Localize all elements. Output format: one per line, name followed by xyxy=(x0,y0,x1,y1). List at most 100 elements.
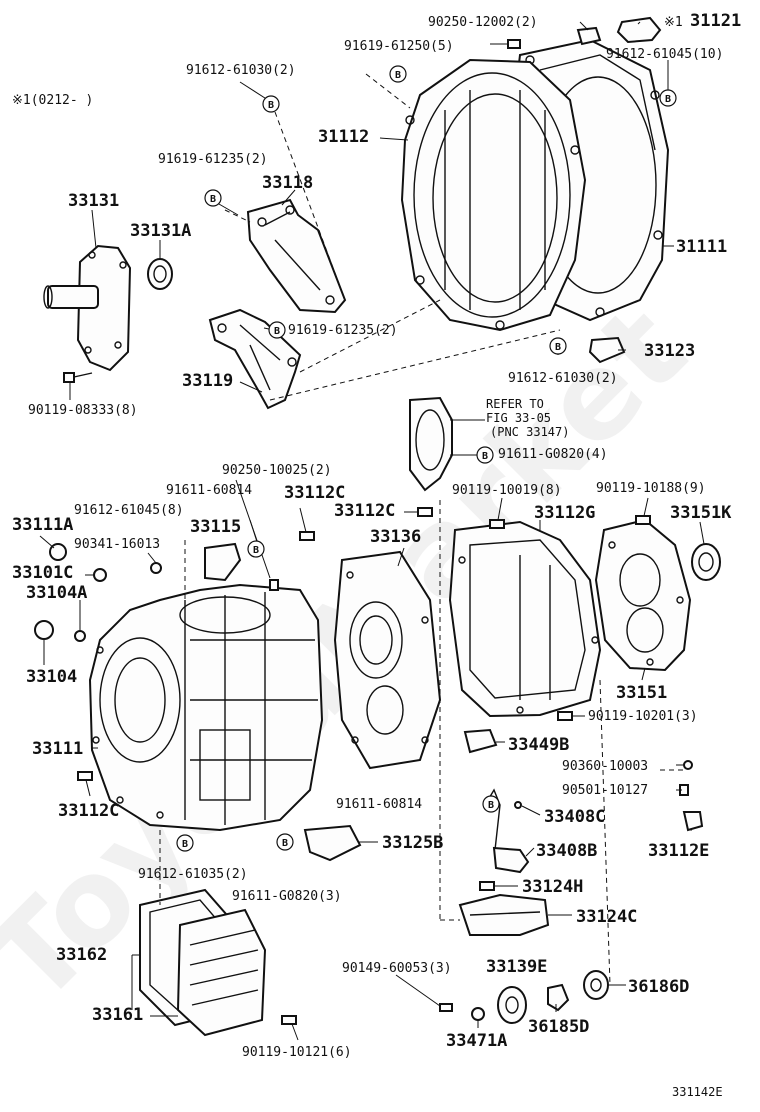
figure-code: 331142E xyxy=(672,1085,723,1099)
svg-text:B: B xyxy=(482,451,488,462)
b-marker: B xyxy=(549,337,567,355)
transmission-case-33111 xyxy=(88,583,324,832)
plug-90341-16013 xyxy=(150,562,162,574)
b-marker: B xyxy=(247,540,265,558)
label-90119-10201: 90119-10201(3) xyxy=(588,709,698,724)
label-36186d: 36186D xyxy=(628,977,689,997)
svg-text:B: B xyxy=(253,545,259,556)
label-33124c: 33124C xyxy=(576,907,637,927)
label-91611-60814-b: 91611-60814 xyxy=(336,797,422,812)
label-33161: 33161 xyxy=(92,1005,143,1025)
label-33104a: 33104A xyxy=(26,583,87,603)
dashed-lines xyxy=(159,73,685,986)
bracket-33115 xyxy=(204,542,242,582)
label-33131: 33131 xyxy=(68,191,119,211)
bearing-retainer-33131 xyxy=(43,244,132,372)
wire-bracket-33408c xyxy=(487,788,501,851)
label-33119: 33119 xyxy=(182,371,233,391)
plug-90250-10025 xyxy=(269,579,279,591)
leader-lines xyxy=(39,21,705,1041)
b-marker: B xyxy=(659,89,677,107)
b-marker: B xyxy=(262,95,280,113)
label-33139e: 33139E xyxy=(486,957,547,977)
b-marker: B xyxy=(204,189,222,207)
label-33449b: 33449B xyxy=(508,735,569,755)
label-90119-10019: 90119-10019(8) xyxy=(452,483,562,498)
bolt-33471a xyxy=(471,1007,485,1021)
label-33112g: 33112G xyxy=(534,503,595,523)
intermediate-plate-33136 xyxy=(333,550,442,770)
label-31111-right: 31111 xyxy=(676,237,727,257)
bracket-33449b xyxy=(463,728,498,754)
pin-33112c-top xyxy=(299,531,315,541)
cap-31121 xyxy=(616,16,662,44)
svg-text:B: B xyxy=(274,326,280,337)
svg-text:B: B xyxy=(182,839,188,850)
plug-33112e xyxy=(682,811,704,832)
label-33111-left: 33111 xyxy=(32,739,83,759)
label-refer-pnc: (PNC 33147) xyxy=(490,425,569,439)
label-33104: 33104 xyxy=(26,667,77,687)
label-91612-61045-top: 91612-61045(10) xyxy=(606,47,723,62)
extension-housing-ref xyxy=(409,396,453,492)
label-90360-10003: 90360-10003 xyxy=(562,759,648,774)
svg-text:B: B xyxy=(268,100,274,111)
label-star1-top: ※1 xyxy=(664,15,683,30)
pin-91619-61250 xyxy=(507,39,521,49)
label-90250-12002: 90250-12002(2) xyxy=(428,15,538,30)
clip-33408c xyxy=(514,801,522,809)
label-91611-g0820-4: 91611-G0820(4) xyxy=(498,447,608,462)
label-33112c-a: 33112C xyxy=(284,483,345,503)
label-33112c-b: 33112C xyxy=(334,501,395,521)
gear-36185d xyxy=(547,983,570,1012)
svg-text:B: B xyxy=(488,800,494,811)
label-91611-g0820-3: 91611-G0820(3) xyxy=(232,889,342,904)
side-cover-33161 xyxy=(176,908,267,1037)
label-33111a: 33111A xyxy=(12,515,73,535)
bracket-33125b xyxy=(303,824,362,862)
label-36185d: 36185D xyxy=(528,1017,589,1037)
label-91612-61030-b: 91612-61030(2) xyxy=(508,371,618,386)
washer-33101c xyxy=(93,568,107,582)
label-33118: 33118 xyxy=(262,173,313,193)
label-90119-08333: 90119-08333(8) xyxy=(28,403,138,418)
label-33151k: 33151K xyxy=(670,503,732,523)
label-33471a: 33471A xyxy=(446,1031,507,1051)
bolt-90119-10201 xyxy=(557,711,573,721)
label-90341-16013: 90341-16013 xyxy=(74,537,160,552)
label-33125b: 33125B xyxy=(382,833,443,853)
sensor-33408b xyxy=(492,846,530,874)
svg-text:B: B xyxy=(210,194,216,205)
label-91612-61045-8: 91612-61045(8) xyxy=(74,503,184,518)
label-refer-to: REFER TO xyxy=(486,397,544,411)
bolt-90119-10121 xyxy=(281,1015,297,1025)
label-91611-60814-a: 91611-60814 xyxy=(166,483,252,498)
label-90119-10121: 90119-10121(6) xyxy=(242,1045,352,1060)
b-marker: B xyxy=(276,833,294,851)
bushing-36186d xyxy=(583,970,609,1000)
label-90119-10188: 90119-10188(9) xyxy=(596,481,706,496)
svg-text:B: B xyxy=(665,94,671,105)
oil-seal-33131a xyxy=(147,258,173,290)
pin-33112c-mid xyxy=(417,507,433,517)
bolt-90149-60053 xyxy=(439,1003,453,1012)
oil-seal-33151k xyxy=(691,543,721,581)
bolt-90119-10188 xyxy=(635,515,651,525)
label-91619-61235-a: 91619-61235(2) xyxy=(158,152,268,167)
plug-90250-12002 xyxy=(576,26,602,46)
label-91612-61035: 91612-61035(2) xyxy=(138,867,248,882)
cover-33124c xyxy=(458,893,550,936)
label-33151: 33151 xyxy=(616,683,667,703)
bell-housing-31112 xyxy=(400,58,587,332)
label-33408b: 33408B xyxy=(536,841,597,861)
label-91612-61030-top: 91612-61030(2) xyxy=(186,63,296,78)
bolt-90119-08333 xyxy=(63,372,93,383)
svg-text:B: B xyxy=(555,342,561,353)
bolt-90119-10019 xyxy=(489,519,505,529)
svg-text:B: B xyxy=(282,838,288,849)
label-star-note: ※1(0212- ) xyxy=(12,93,93,108)
label-33112c-c: 33112C xyxy=(58,801,119,821)
label-33112e: 33112E xyxy=(648,841,709,861)
label-33115: 33115 xyxy=(190,517,241,537)
label-33136: 33136 xyxy=(370,527,421,547)
